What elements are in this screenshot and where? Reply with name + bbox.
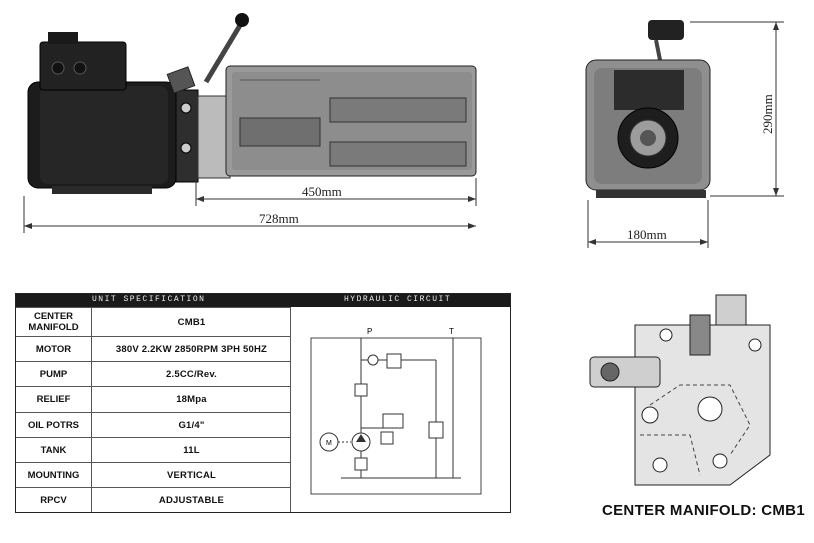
spec-title: UNIT SPECIFICATION (92, 295, 206, 304)
dimension-180: 180mm (627, 227, 667, 242)
side-view-drawing (23, 13, 477, 233)
dimension-450: 450mm (302, 184, 342, 199)
spec-table-header: UNIT SPECIFICATION HYDRAULIC CIRCUIT (16, 294, 510, 307)
spec-row: CENTER MANIFOLD CMB1 (16, 307, 291, 336)
manifold-caption: CENTER MANIFOLD: CMB1 (602, 502, 805, 519)
dimension-290: 290mm (760, 94, 775, 134)
center-manifold-drawing (589, 294, 771, 486)
spec-label: RPCV (16, 488, 92, 512)
spec-label: OIL POTRS (16, 413, 92, 437)
spec-value: 2.5CC/Rev. (166, 368, 217, 380)
pump-handle (203, 20, 245, 84)
spec-value: 18Mpa (176, 394, 207, 405)
unit-specification-table: UNIT SPECIFICATION HYDRAULIC CIRCUIT CEN… (15, 293, 511, 513)
spec-value: G1/4" (178, 419, 205, 431)
spec-value: ADJUSTABLE (158, 494, 225, 506)
circuit-title: HYDRAULIC CIRCUIT (344, 295, 452, 304)
port-p-label: P (367, 327, 372, 336)
spec-row: RELIEF 18Mpa (16, 386, 291, 412)
hydraulic-circuit-diagram: P T M (310, 327, 482, 495)
spec-row: RPCV ADJUSTABLE (16, 487, 291, 512)
spec-value: 380V 2.2KW 2850RPM 3PH 50HZ (115, 343, 268, 355)
spec-row: TANK 11L (16, 437, 291, 462)
spec-label: TANK (16, 438, 92, 462)
spec-value: VERTICAL (166, 469, 217, 481)
spec-row: MOUNTING VERTICAL (16, 462, 291, 487)
dimension-728: 728mm (259, 211, 299, 226)
spec-row: OIL POTRS G1/4" (16, 412, 291, 437)
port-t-label: T (449, 327, 454, 336)
motor-symbol-label: M (326, 440, 332, 447)
end-view-drawing (585, 20, 784, 248)
spec-row: PUMP 2.5CC/Rev. (16, 361, 291, 386)
spec-label: PUMP (16, 362, 92, 386)
spec-value: CMB1 (177, 316, 206, 328)
spec-row: MOTOR 380V 2.2KW 2850RPM 3PH 50HZ (16, 336, 291, 361)
spec-label: MOTOR (16, 337, 92, 361)
spec-label: MOUNTING (16, 463, 92, 487)
spec-value: 11L (183, 444, 200, 456)
spec-label: RELIEF (16, 387, 92, 412)
spec-label: CENTER MANIFOLD (16, 308, 92, 336)
